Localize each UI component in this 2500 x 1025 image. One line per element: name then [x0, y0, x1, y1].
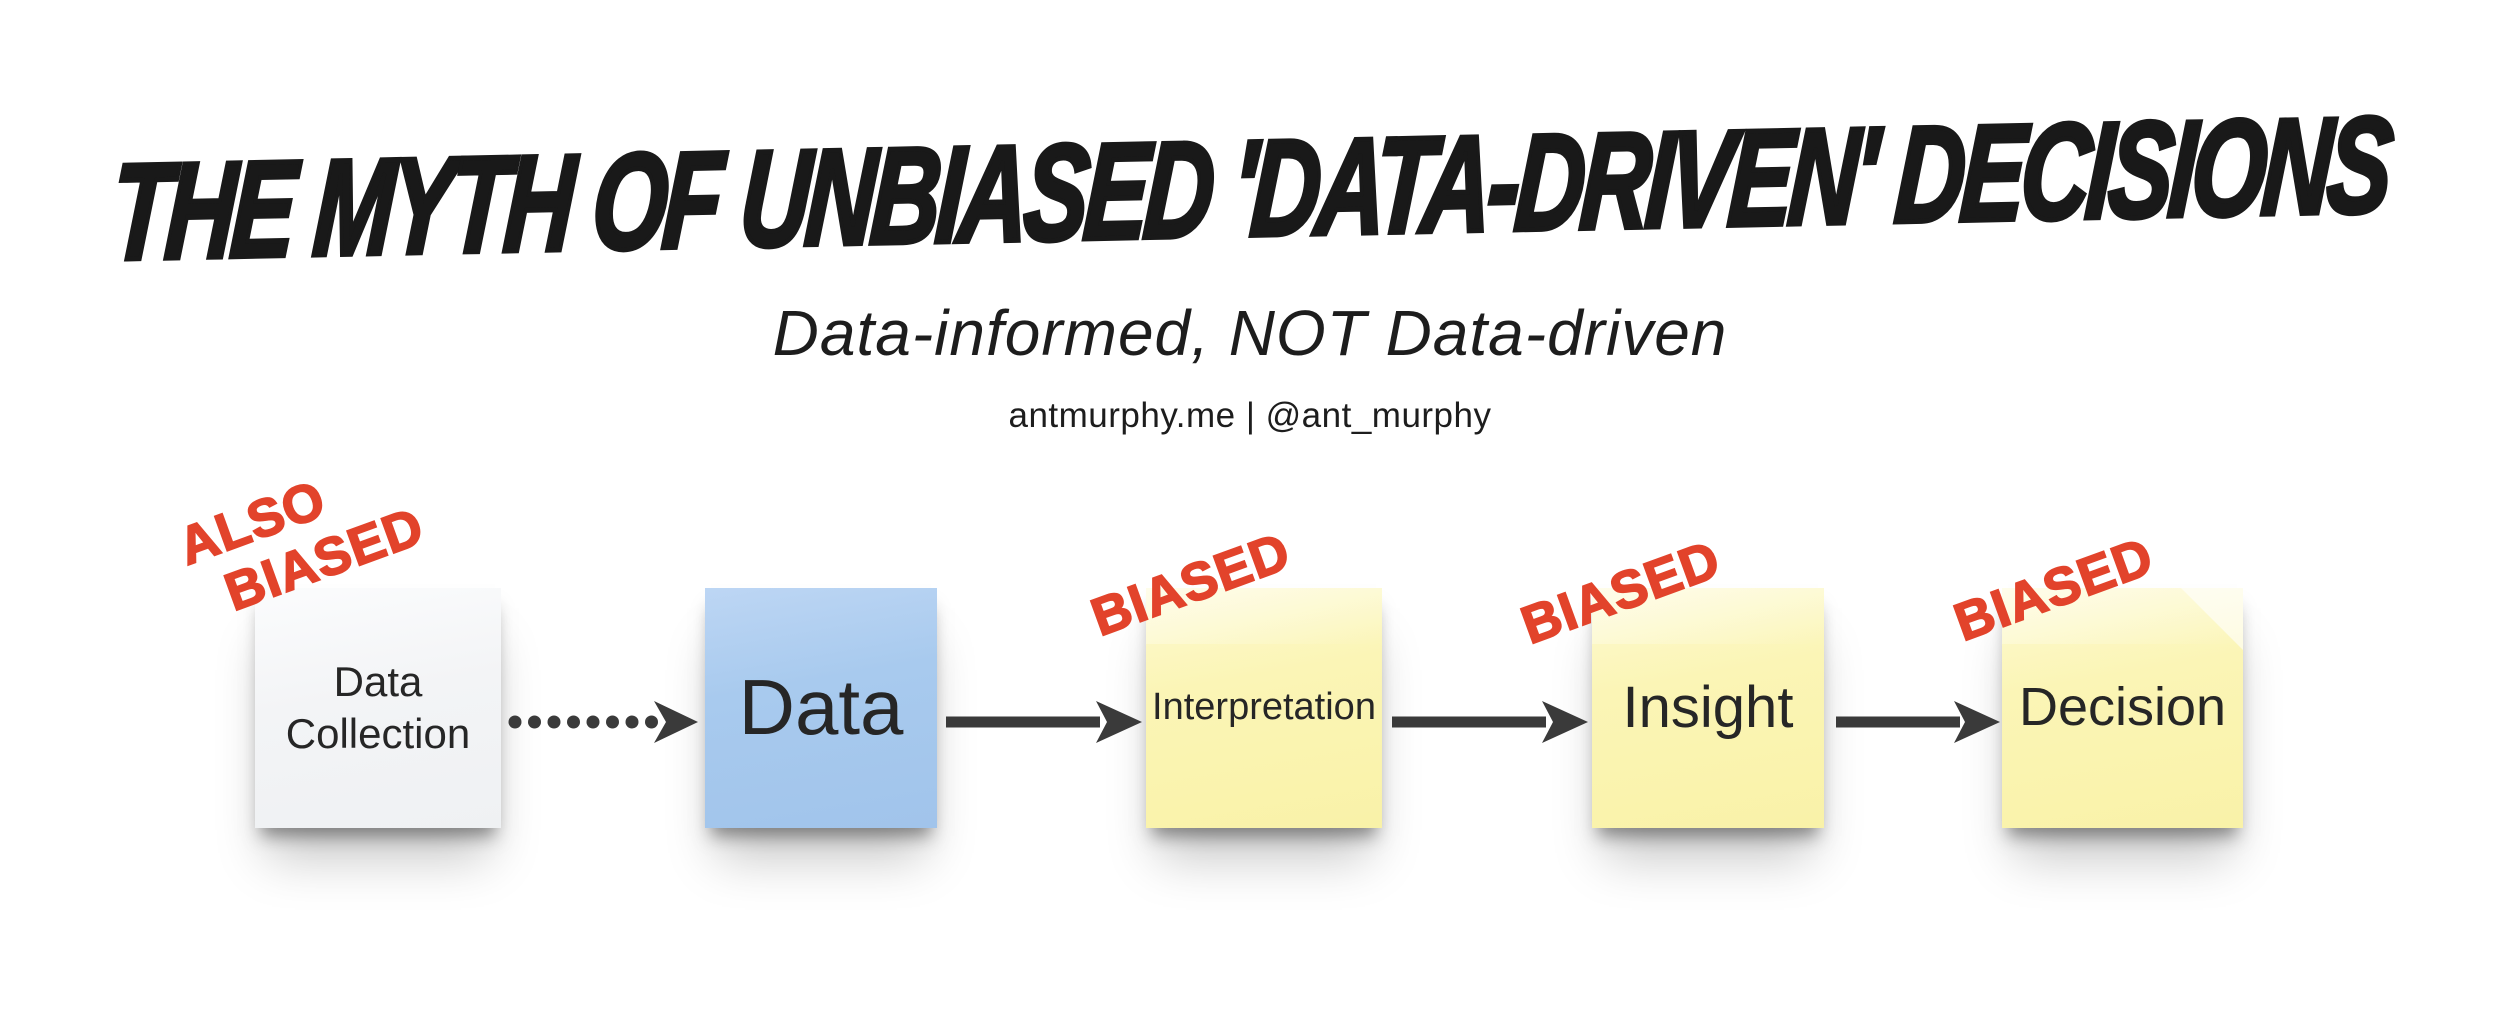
note-decision-label: Decision: [2018, 677, 2227, 738]
note-interpretation-label: Interpretation: [1152, 686, 1376, 729]
note-data-label: Data: [738, 663, 904, 752]
note-insight: Insight: [1592, 588, 1824, 828]
note-data-collection-label: Data Collection: [286, 656, 470, 761]
attribution: antmurphy.me | @ant_murphy: [1008, 396, 1492, 435]
solid-arrow-icon: [1392, 701, 1588, 743]
note-interpretation: Interpretation: [1146, 588, 1382, 828]
note-data-collection-line1: Data: [333, 657, 423, 705]
solid-arrow-icon: [1836, 701, 2000, 743]
solid-arrow-icon: [946, 701, 1142, 743]
note-data-collection: Data Collection: [255, 588, 501, 828]
note-data-collection-line2: Collection: [285, 710, 471, 757]
note-insight-label: Insight: [1622, 674, 1794, 740]
dotted-arrow-icon: [508, 701, 698, 743]
note-data: Data: [705, 588, 937, 828]
subtitle: Data-informed, NOT Data-driven: [772, 297, 1728, 369]
page-title: THE MYTH OF UNBIASED 'DATA-DRIVEN' DECIS…: [105, 87, 2396, 291]
note-decision: Decision: [2002, 588, 2243, 828]
